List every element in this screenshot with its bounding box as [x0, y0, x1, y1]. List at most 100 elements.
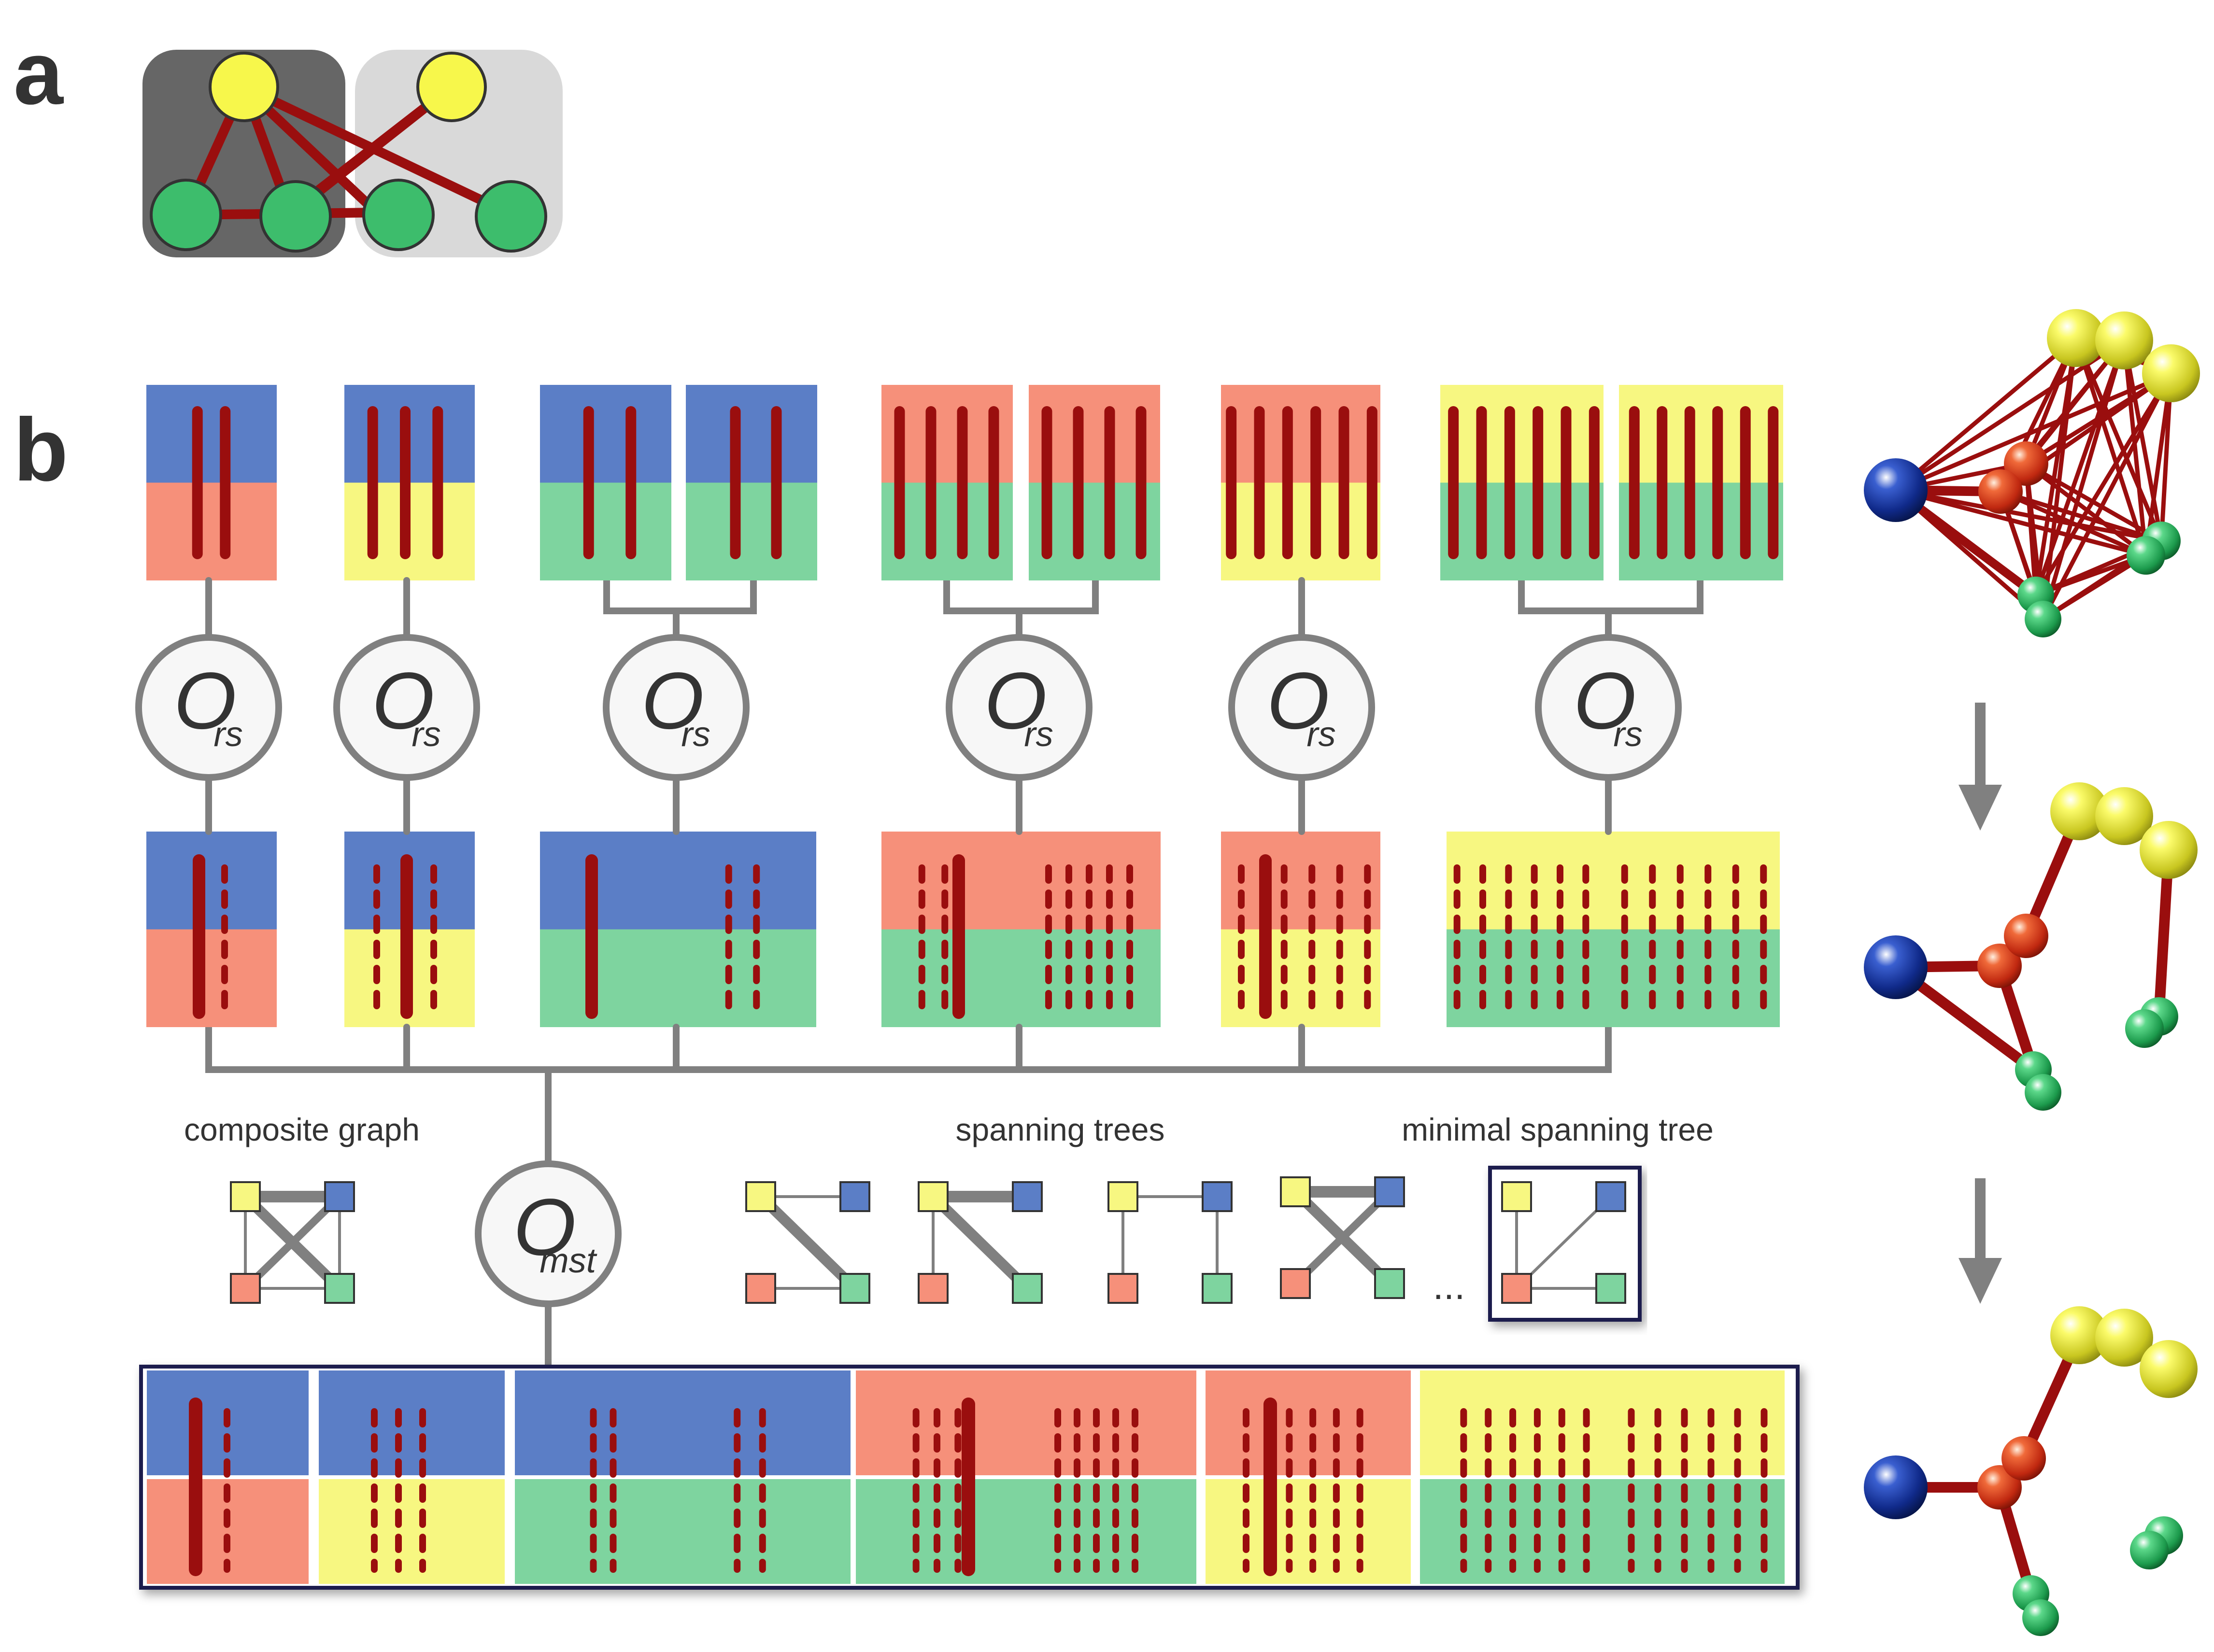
spanning-tree-3	[1107, 1181, 1233, 1304]
block-bottom-salmon	[146, 482, 277, 580]
block-top-salmon	[1221, 385, 1380, 483]
block-top-blue	[146, 385, 277, 483]
output-block-4	[881, 832, 1161, 1027]
graph-node-G	[1595, 1273, 1626, 1304]
block-top-yellow	[1420, 1370, 1787, 1477]
network-node-Y1	[2050, 1306, 2108, 1364]
network-node-Y2	[2095, 311, 2153, 369]
block-top-blue	[146, 832, 277, 930]
node-yellow-1	[209, 52, 279, 122]
spanning-tree-4	[1280, 1176, 1405, 1299]
graph-node-B	[1595, 1181, 1626, 1212]
block-top-yellow	[1440, 385, 1604, 483]
operator-subscript: rs	[412, 715, 440, 754]
panel-label-a: a	[14, 24, 64, 123]
result-block-2	[319, 1370, 510, 1584]
operator-subscript: rs	[1024, 715, 1053, 754]
block-bottom-green	[1440, 482, 1604, 580]
block-bottom-yellow	[1221, 929, 1380, 1027]
network-node-Y2	[2095, 1309, 2153, 1367]
caption-spanning-trees: spanning trees	[956, 1112, 1165, 1147]
graph-node-B	[839, 1181, 870, 1212]
network-node-Y1	[2050, 782, 2108, 840]
network-edge	[1893, 371, 2173, 493]
graph-node-G	[324, 1273, 355, 1304]
block-bottom-green	[1447, 929, 1780, 1027]
network-node-R2	[2001, 1436, 2046, 1481]
network-node-R1	[2004, 441, 2048, 486]
spanning-tree-1	[745, 1181, 870, 1304]
graph-node-Y	[1107, 1181, 1138, 1212]
bracket-connector	[1518, 580, 1703, 614]
operator-rs-1: Ors	[135, 634, 282, 781]
network-edge	[2033, 371, 2173, 597]
result-block-4	[856, 1370, 1201, 1584]
block-bottom-yellow	[1206, 1477, 1413, 1584]
graph-edge	[1515, 1195, 1612, 1290]
operator-symbol: O	[513, 1183, 576, 1272]
block-top-yellow	[1447, 832, 1780, 930]
network-edge	[1893, 336, 2078, 493]
network-edge	[2122, 338, 2148, 558]
network-node-Y1	[2047, 309, 2105, 367]
bracket-connector	[943, 580, 1099, 614]
network-edge	[2041, 338, 2127, 621]
operator-rs-4: Ors	[946, 634, 1093, 781]
output-block-6	[1447, 832, 1780, 1027]
graph-node-S	[745, 1273, 776, 1304]
network-node-G2	[2127, 536, 2165, 575]
network-edge	[2041, 553, 2148, 621]
input-block-1	[146, 385, 277, 580]
result-block-5	[1206, 1370, 1416, 1584]
input-block-9	[1619, 385, 1783, 580]
network-edge	[2143, 371, 2173, 558]
block-bottom-green	[856, 1477, 1199, 1584]
graph-edge	[757, 1193, 859, 1292]
operator-subscript: rs	[1613, 715, 1642, 754]
operator-symbol: O	[641, 656, 704, 746]
graph-node-Y	[918, 1181, 949, 1212]
output-block-3	[540, 832, 816, 1027]
graph-node-S	[918, 1273, 949, 1304]
network-filtered	[1864, 782, 2198, 1111]
input-block-2	[344, 385, 475, 580]
network-node-G2	[2130, 1531, 2169, 1569]
block-top-yellow	[1619, 385, 1783, 483]
panel-label-b: b	[14, 400, 68, 500]
operator-symbol: O	[1267, 656, 1330, 746]
graph-node-G	[1374, 1268, 1405, 1299]
block-top-salmon	[1221, 832, 1380, 930]
operator-rs-5: Ors	[1228, 634, 1375, 781]
block-bottom-green	[1619, 482, 1783, 580]
block-top-salmon	[881, 832, 1161, 930]
network-node-Y3	[2142, 344, 2200, 402]
graph-node-B	[324, 1181, 355, 1212]
operator-subscript: rs	[1306, 715, 1335, 754]
graph-node-S	[1501, 1273, 1532, 1304]
spanning-tree-ellipsis: ...	[1433, 1264, 1465, 1307]
graph-node-B	[1374, 1176, 1405, 1207]
node-green-2	[259, 180, 332, 253]
network-edge	[1893, 488, 2148, 558]
network-node-Y3	[2140, 1340, 2198, 1398]
input-block-4	[686, 385, 817, 580]
minimal-spanning-tree	[1488, 1166, 1642, 1322]
block-top-blue	[515, 1370, 853, 1477]
network-node-G4	[2025, 1074, 2061, 1111]
block-top-blue	[686, 385, 817, 483]
network-node-G4	[2022, 1599, 2059, 1636]
network-node-G4	[2025, 601, 2061, 637]
operator-subscript: rs	[213, 715, 242, 754]
graph-edge	[242, 1194, 342, 1291]
operator-rs-2: Ors	[333, 634, 480, 781]
operator-rs-6: Ors	[1535, 634, 1682, 781]
caption-minimal-spanning-tree: minimal spanning tree	[1402, 1112, 1714, 1147]
bus-connector	[205, 1027, 1612, 1073]
down-arrow-1	[1959, 703, 2002, 831]
down-arrow-2	[1959, 1178, 2002, 1304]
network-node-R	[1977, 944, 2022, 988]
block-bottom-salmon	[146, 929, 277, 1027]
graph-node-Y	[1280, 1176, 1311, 1207]
block-top-salmon	[1206, 1370, 1413, 1477]
